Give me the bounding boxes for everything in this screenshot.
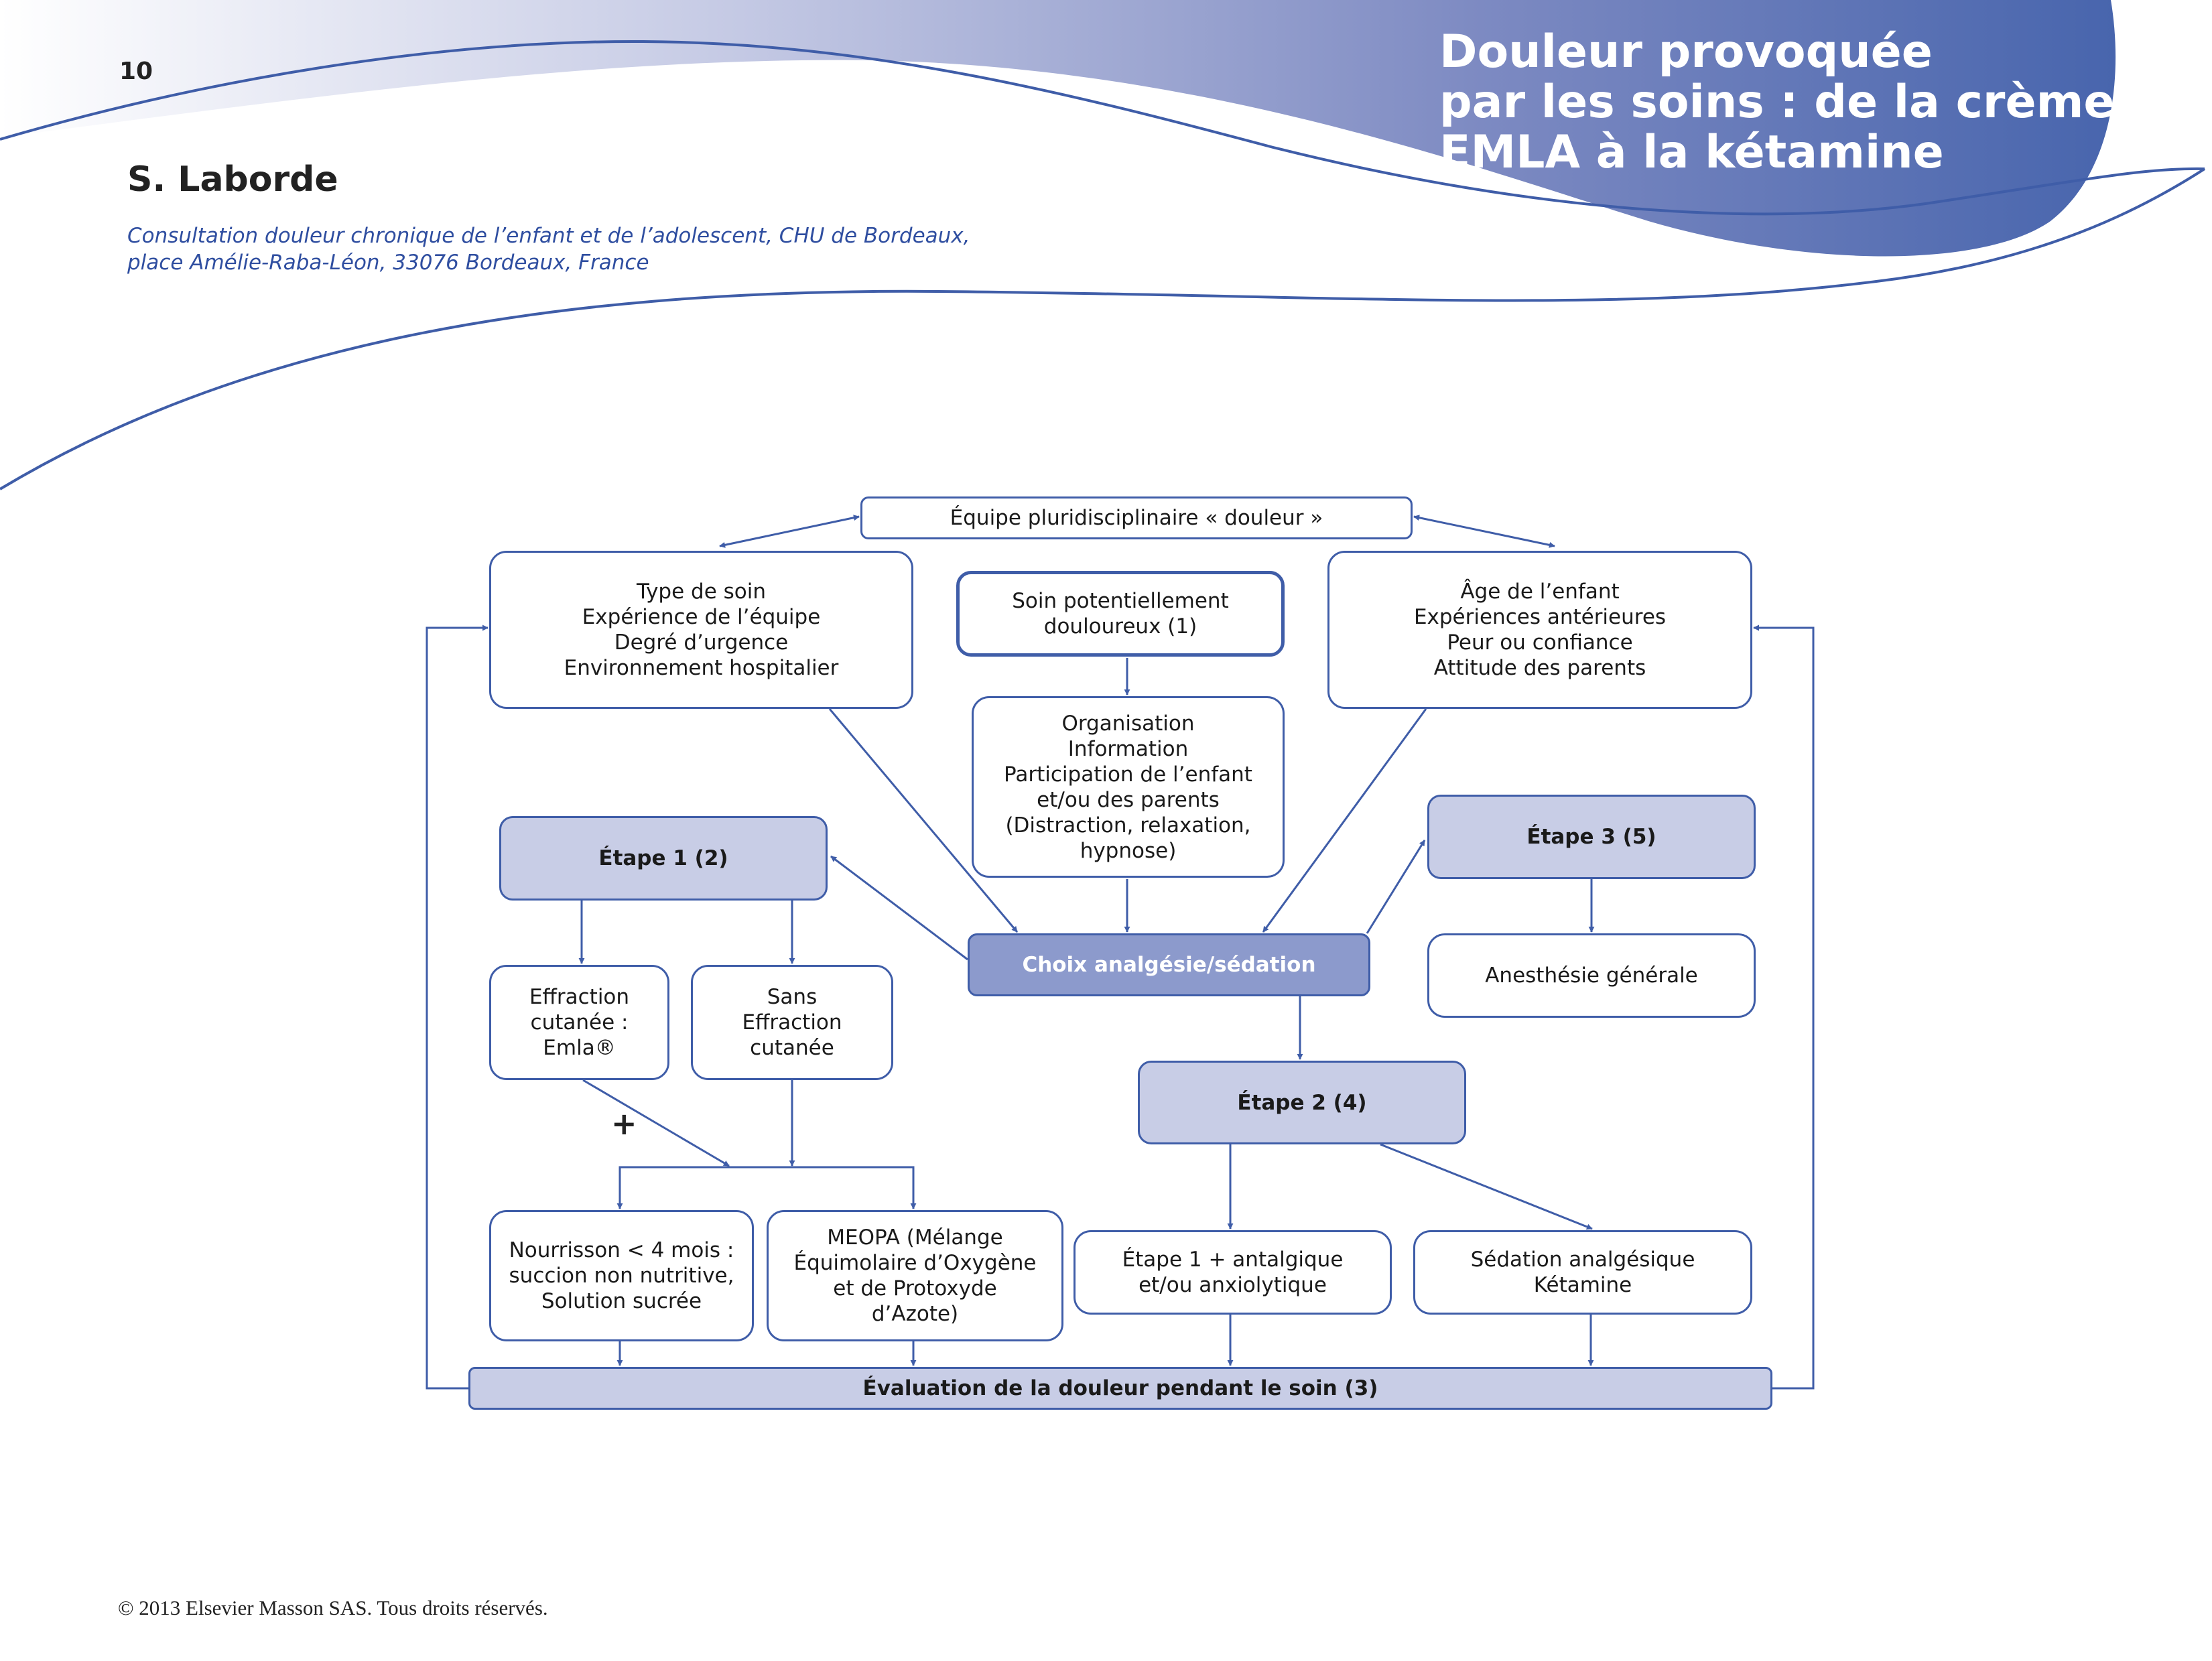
node-label: Sédation analgésique Kétamine <box>1470 1248 1695 1297</box>
node-step1-plus: Étape 1 + antalgique et/ou anxiolytique <box>1074 1230 1392 1315</box>
node-skin-breach: Effraction cutanée : Emla® <box>489 965 669 1080</box>
node-label: Choix analgésie/sédation <box>1022 953 1316 977</box>
node-step1: Étape 1 (2) <box>499 816 828 901</box>
node-label: MEOPA (Mélange Équimolaire d’Oxygène et … <box>793 1225 1037 1326</box>
node-infant: Nourrisson < 4 mois : succion non nutrit… <box>489 1210 754 1341</box>
node-child-factors: Âge de l’enfant Expériences antérieures … <box>1327 551 1752 709</box>
connector-step2-sedation <box>1380 1143 1593 1230</box>
article-title: Douleur provoquée par les soins : de la … <box>1439 27 2176 178</box>
title-line: par les soins : de la crème <box>1439 76 2115 129</box>
node-label: Nourrisson < 4 mois : succion non nutrit… <box>509 1238 734 1313</box>
connector-team-child <box>1413 515 1555 548</box>
node-label: Évaluation de la douleur pendant le soin… <box>862 1376 1378 1400</box>
affiliation: Consultation douleur chronique de l’enfa… <box>127 222 970 276</box>
node-label: Type de soin Expérience de l’équipe Degr… <box>564 580 839 680</box>
node-label: Anesthésie générale <box>1485 964 1698 988</box>
node-team: Équipe pluridisciplinaire « douleur » <box>860 496 1413 539</box>
node-meopa: MEOPA (Mélange Équimolaire d’Oxygène et … <box>767 1210 1063 1341</box>
page-number: 10 <box>119 58 153 85</box>
connector-choice-step1 <box>830 855 968 961</box>
node-organisation: Organisation Information Participation d… <box>972 696 1285 878</box>
node-label: Équipe pluridisciplinaire « douleur » <box>950 506 1323 530</box>
node-care-factors: Type de soin Expérience de l’équipe Degr… <box>489 551 913 709</box>
connector-care-choice <box>828 708 1019 933</box>
connector-choice-step3 <box>1366 840 1426 934</box>
node-choice: Choix analgésie/sédation <box>968 933 1370 996</box>
node-step3: Étape 3 (5) <box>1427 795 1756 879</box>
swoosh-line-mid <box>0 168 2206 490</box>
node-step2: Étape 2 (4) <box>1138 1061 1466 1144</box>
connector-junction-bar <box>619 1166 915 1209</box>
header-band <box>0 0 2116 257</box>
node-label: Organisation Information Participation d… <box>1004 711 1252 863</box>
node-painful-care: Soin potentiellement douloureux (1) <box>956 571 1285 657</box>
swoosh-line-top <box>0 40 2205 216</box>
node-general-anesthesia: Anesthésie générale <box>1427 933 1756 1018</box>
title-line: EMLA à la kétamine <box>1439 126 1944 179</box>
affiliation-line: place Amélie-Raba-Léon, 33076 Bordeaux, … <box>127 251 649 275</box>
feedback-loop-right <box>1753 624 1815 1390</box>
title-line: Douleur provoquée <box>1439 25 1933 78</box>
node-no-skin-breach: Sans Effraction cutanée <box>691 965 893 1080</box>
node-label: Soin potentiellement douloureux (1) <box>1012 589 1229 639</box>
feedback-loop-left <box>426 624 489 1390</box>
author-name: S. Laborde <box>127 159 338 200</box>
connector-team-care <box>719 515 860 548</box>
node-label: Étape 1 (2) <box>598 846 728 870</box>
node-label: Étape 2 (4) <box>1237 1090 1367 1115</box>
plus-sign: + <box>611 1106 637 1142</box>
node-label: Âge de l’enfant Expériences antérieures … <box>1413 580 1667 680</box>
node-label: Étape 1 + antalgique et/ou anxiolytique <box>1122 1248 1344 1297</box>
node-evaluation: Évaluation de la douleur pendant le soin… <box>468 1367 1772 1410</box>
connector-child-choice <box>1262 708 1427 933</box>
node-label: Étape 3 (5) <box>1526 825 1656 849</box>
connectors <box>426 515 1815 1390</box>
node-sedation: Sédation analgésique Kétamine <box>1413 1230 1752 1315</box>
connector-effraction-junction <box>582 1079 730 1167</box>
node-label: Effraction cutanée : Emla® <box>529 985 630 1060</box>
copyright: © 2013 Elsevier Masson SAS. Tous droits … <box>118 1596 548 1619</box>
node-label: Sans Effraction cutanée <box>742 985 842 1060</box>
affiliation-line: Consultation douleur chronique de l’enfa… <box>127 224 970 248</box>
